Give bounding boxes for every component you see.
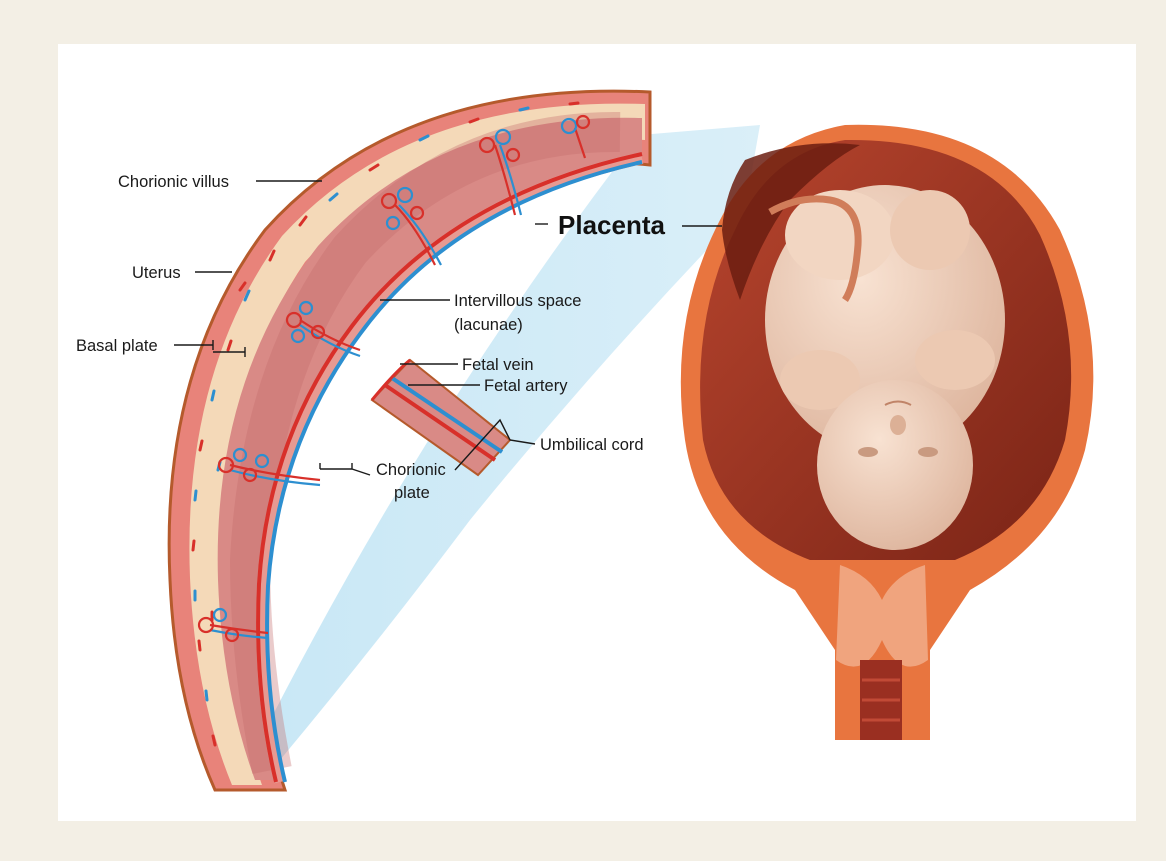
- label-chorionic-villus: Chorionic villus: [118, 173, 229, 191]
- label-placenta: Placenta: [558, 210, 665, 240]
- label-basal-plate: Basal plate: [76, 337, 158, 355]
- label-fetal-vein: Fetal vein: [462, 356, 534, 374]
- label-chorionic-plate-line1: Chorionic: [376, 461, 446, 479]
- label-intervillous-space: Intervillous space: [454, 292, 581, 310]
- fetus-head: [817, 380, 973, 550]
- label-intervillous-lacunae: (lacunae): [454, 316, 523, 334]
- label-chorionic-plate-line2: plate: [394, 484, 430, 502]
- label-uterus: Uterus: [132, 264, 181, 282]
- label-fetal-artery: Fetal artery: [484, 377, 568, 395]
- uterus-with-fetus: [681, 125, 1094, 740]
- label-umbilical-cord: Umbilical cord: [540, 436, 644, 454]
